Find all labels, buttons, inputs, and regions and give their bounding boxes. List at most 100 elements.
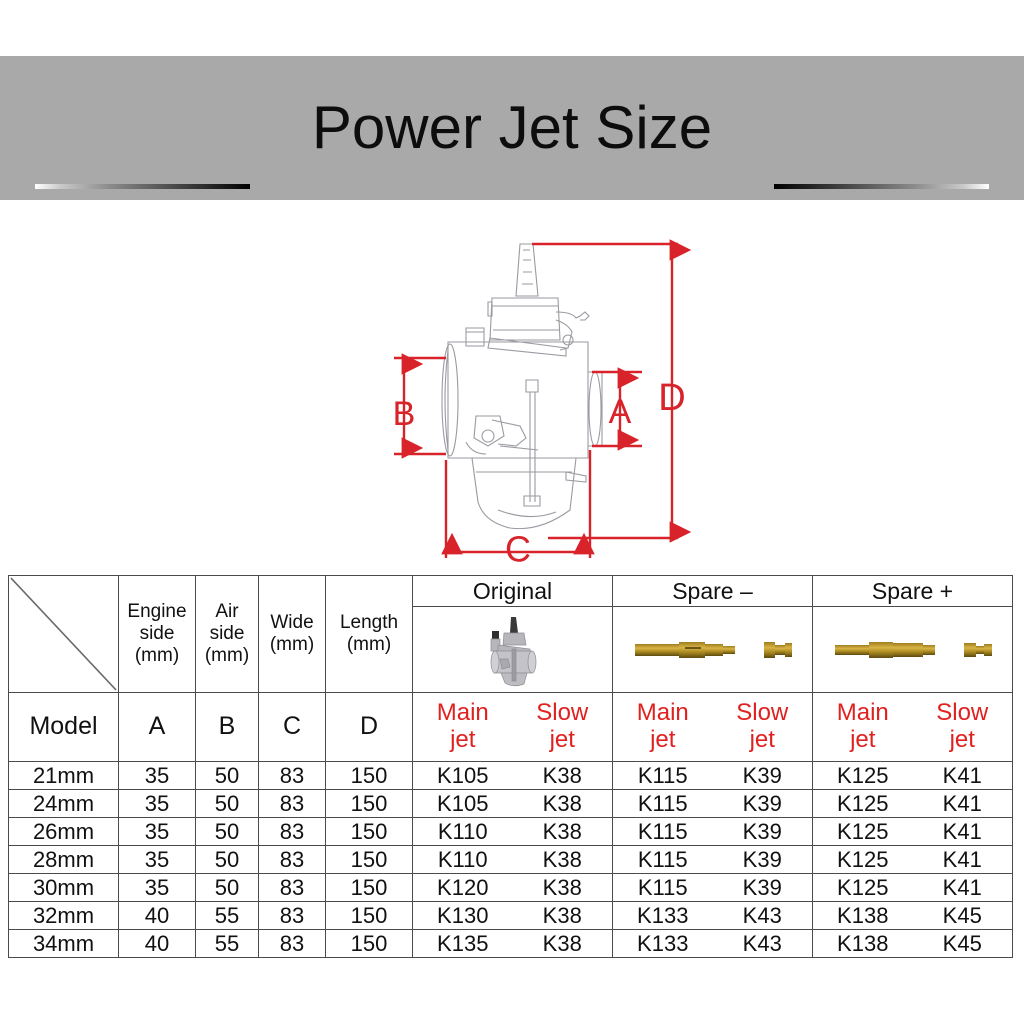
cell-d: 150: [325, 817, 413, 846]
cell-d: 150: [325, 929, 413, 958]
dimension-label-a: A: [609, 393, 632, 431]
slow-jet-value: K41: [942, 819, 982, 844]
table-header-row-images: [9, 606, 1013, 693]
main-jet-value: K105: [437, 791, 489, 816]
header-wide-l2: (mm): [269, 634, 315, 655]
cell-model: 32mm: [8, 901, 119, 930]
main-jet-value: K138: [837, 903, 889, 928]
main-jet-value: K110: [437, 819, 488, 844]
header-engine-side-l2: side: [139, 623, 175, 645]
slow-jet-photo-icon: [963, 642, 992, 657]
cell-b: 55: [195, 929, 259, 958]
label-slow: Slow: [936, 699, 989, 727]
label-main: Main: [436, 699, 489, 727]
group-header-original: Original: [412, 575, 613, 607]
main-jet-value: K125: [837, 847, 889, 872]
cell-b: 50: [195, 817, 259, 846]
page-banner: Power Jet Size: [0, 56, 1024, 200]
table-header-row-groups: Engine side (mm) Air side (mm) Wide (mm)…: [8, 575, 1013, 693]
slow-jet-value: K45: [942, 903, 982, 928]
label-jet: jet: [650, 726, 676, 753]
header-engine-side: Engine side (mm): [118, 575, 196, 693]
slow-jet-value: K39: [742, 847, 782, 872]
header-air-side: Air side (mm): [195, 575, 259, 693]
subheader-c: C: [258, 692, 326, 762]
power-jet-size-table: Engine side (mm) Air side (mm) Wide (mm)…: [8, 575, 1013, 958]
cell-c: 83: [258, 789, 326, 818]
label-jet: jet: [949, 726, 975, 753]
dimension-label-c: C: [505, 529, 531, 570]
header-air-side-l2: side: [209, 623, 245, 645]
cell-c: 83: [258, 845, 326, 874]
subheader-a: A: [118, 692, 196, 762]
group-header-spare-plus: Spare +: [812, 575, 1013, 607]
cell-a: 35: [118, 761, 196, 790]
cell-model: 21mm: [8, 761, 119, 790]
main-jet-value: K125: [837, 819, 889, 844]
header-engine-side-l3: (mm): [134, 644, 180, 666]
cell-model: 28mm: [8, 845, 119, 874]
cell-a: 35: [118, 873, 196, 902]
decorative-rule-right-icon: [774, 184, 989, 189]
slow-jet-value: K38: [542, 931, 582, 956]
cell-d: 150: [325, 873, 413, 902]
slow-jet-value: K43: [742, 931, 782, 956]
carburetor-dimension-diagram: B A D C: [380, 220, 720, 570]
cell-a: 40: [118, 901, 196, 930]
main-jet-photo-icon: [834, 641, 935, 658]
cell-d: 150: [325, 845, 413, 874]
subheader-original-main-jet: Main jet: [413, 699, 513, 754]
slow-jet-value: K41: [942, 791, 982, 816]
dimension-label-b: B: [393, 395, 416, 433]
label-main: Main: [836, 699, 889, 727]
header-wide-l1: Wide: [270, 612, 314, 634]
cell-model: 26mm: [8, 817, 119, 846]
group-header-spare-minus: Spare –: [612, 575, 813, 607]
slow-jet-value: K39: [742, 819, 782, 844]
main-jet-value: K115: [637, 819, 688, 844]
label-jet: jet: [450, 726, 476, 753]
cell-spare-minus-jets: K133 K43: [612, 929, 813, 958]
subheader-spare-plus-jets: Main jet Slow jet: [812, 692, 1013, 762]
main-jet-value: K120: [437, 875, 489, 900]
main-jet-value: K135: [437, 931, 489, 956]
slow-jet-value: K38: [542, 763, 582, 788]
subheader-spare-minus-jets: Main jet Slow jet: [612, 692, 813, 762]
slow-jet-value: K38: [542, 875, 582, 900]
subheader-minus-main-jet: Main jet: [613, 699, 713, 754]
header-air-side-l1: Air: [215, 601, 239, 623]
main-jet-photo-icon: [634, 641, 735, 658]
cell-b: 55: [195, 901, 259, 930]
cell-model: 30mm: [8, 873, 119, 902]
main-jet-value: K125: [837, 791, 889, 816]
slow-jet-value: K43: [742, 903, 782, 928]
carburetor-outline-icon: [441, 243, 603, 530]
label-jet: jet: [549, 726, 575, 753]
decorative-rule-left-icon: [35, 184, 250, 189]
spare-plus-jets-image-cell: [812, 606, 1013, 693]
spare-minus-jets-image-cell: [612, 606, 813, 693]
corner-cell-diagonal: [8, 575, 119, 693]
main-jet-value: K125: [837, 875, 889, 900]
slow-jet-value: K38: [542, 791, 582, 816]
cell-a: 35: [118, 789, 196, 818]
main-jet-value: K133: [637, 931, 689, 956]
cell-spare-plus-jets: K138 K45: [812, 901, 1013, 930]
main-jet-value: K133: [637, 903, 689, 928]
main-jet-value: K125: [837, 763, 889, 788]
cell-spare-minus-jets: K133 K43: [612, 901, 813, 930]
cell-model: 34mm: [8, 929, 119, 958]
header-length-l2: (mm): [346, 634, 392, 655]
